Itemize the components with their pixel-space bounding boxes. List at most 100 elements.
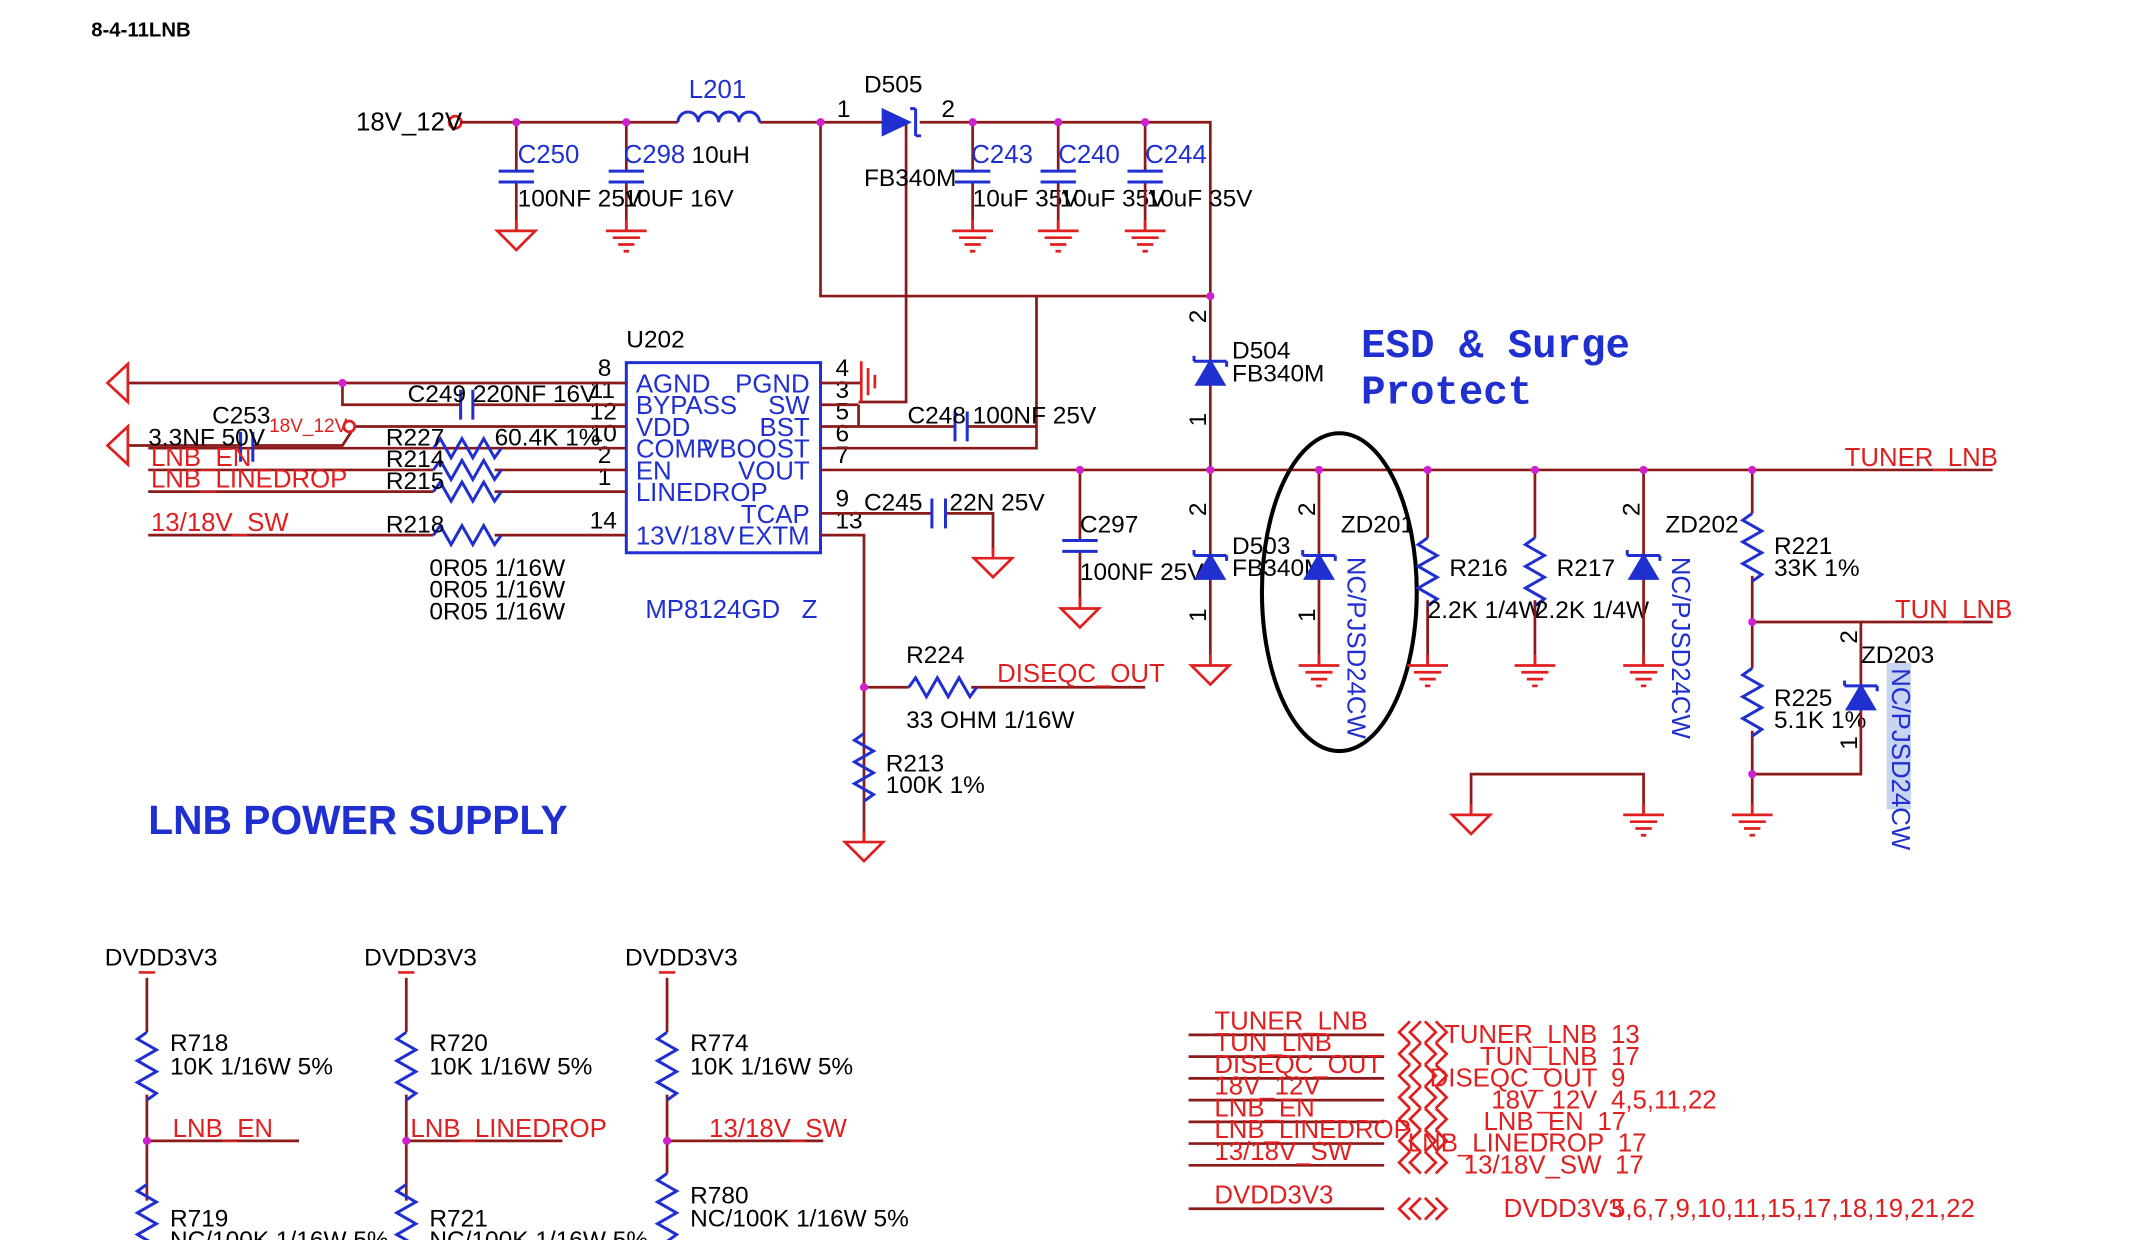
d504-pin2: 2 [1185, 310, 1212, 324]
c249-ref: C249 [408, 381, 466, 408]
inductor-l201: L201 10uH [676, 76, 761, 169]
d505-pin2: 2 [941, 96, 955, 123]
resistor-r213: R213 100K 1% [843, 731, 985, 863]
pullup-rail: DVDD3V3 [625, 945, 738, 972]
offpage-right-diseqc-out: DISEQC_OUT [1430, 1065, 1598, 1093]
r213-ref: R213 [886, 750, 944, 777]
u202-pin-vboost: VBOOST [702, 436, 810, 464]
c298-value: 10UF 16V [624, 185, 735, 212]
net-label-lnb-linedrop: LNB_LINEDROP [151, 466, 347, 494]
page-title: 8-4-11LNB [91, 20, 191, 42]
pullup-rail: DVDD3V3 [105, 945, 218, 972]
offpage-connectors: TUNER_LNB TUN_LNB DISEQC_OUT 18V_12V LNB… [1188, 1007, 1975, 1223]
diode-d504: D504 FB340M 2 1 [1185, 310, 1324, 427]
d503-ref: D503 [1232, 533, 1290, 560]
net-label-18v-12v-small: 18V_12V [269, 416, 348, 437]
offpage-right-tuner-lnb: TUNER_LNB [1444, 1021, 1597, 1049]
u202-pinnum-9: 9 [835, 486, 849, 513]
pullup-top-value: 10K 1/16W 5% [429, 1053, 592, 1080]
c240-value: 10uF 35V [1060, 185, 1167, 212]
u202-pinnum-14: 14 [590, 507, 617, 534]
r218-ref: R218 [386, 511, 444, 538]
offpage-pages-tuner-lnb: 13 [1611, 1021, 1640, 1049]
zd201-part: NC/PJSD24CW [1341, 557, 1369, 740]
capacitor-c298: C298 10UF 16V [604, 122, 735, 253]
u202-pin-tcap: TCAP [741, 501, 810, 529]
power-port-18v-12v-small [342, 419, 357, 434]
r216-value: 2.2K 1/4W [1428, 597, 1542, 624]
u202-pin-en: EN [636, 457, 672, 485]
r227-value: 60.4K 1% [495, 424, 601, 451]
net-label-tuner-lnb: TUNER_LNB [1845, 444, 1998, 472]
pullup-lnb-en: DVDD3V3 R718 10K 1/16W 5% LNB_EN R719 NC… [105, 945, 389, 1240]
offpage-pages-tun-lnb: 17 [1611, 1043, 1640, 1071]
net-label-lnb-en: LNB_EN [151, 444, 251, 472]
zener-zd201: ZD201 NC/PJSD24CW 2 1 [1294, 503, 1414, 740]
u202-pin-extm: EXTM [738, 523, 810, 551]
u202-pinnum-13: 13 [835, 507, 862, 534]
c298-ref: C298 [624, 141, 686, 169]
esd-highlight-circle [1259, 431, 1419, 754]
zener-zd202: ZD202 NC/PJSD24CW 2 [1619, 503, 1739, 740]
r213-value: 100K 1% [886, 772, 985, 799]
r217-value: 2.2K 1/4W [1535, 597, 1649, 624]
offpage-right-lnb-en: LNB_EN [1483, 1108, 1583, 1136]
offpage-right-tun-lnb: TUN_LNB [1480, 1043, 1598, 1071]
r215-ref: R215 [386, 468, 444, 495]
u202-pinnum-8: 8 [598, 355, 612, 382]
capacitor-c297: C297 100NF 25V [1059, 469, 1204, 629]
junction-dots [338, 118, 1757, 779]
resistor-r215: R215 [386, 468, 503, 503]
u202-pinnum-1: 1 [598, 464, 612, 491]
capacitor-c248: C248 100NF 25V [907, 403, 1097, 442]
offpage-pages-diseqc-out: 9 [1611, 1065, 1625, 1093]
pullup-net: LNB_LINEDROP [410, 1115, 606, 1143]
ic-u202: U202 MP8124GD Z AGND BYPASS VDD COMP EN … [590, 327, 863, 624]
u202-pin-bst: BST [759, 414, 809, 442]
pullup-bot-ref: R721 [429, 1205, 487, 1232]
c253-value: 3.3NF 50V [148, 424, 266, 451]
capacitor-c245: C245 22N 25V [864, 490, 1045, 579]
d503-pin1: 1 [1185, 608, 1212, 622]
pullup-top-ref: R774 [690, 1030, 748, 1057]
pullup-bot-ref: R719 [170, 1205, 228, 1232]
esd-title-line2: Protect [1361, 370, 1532, 416]
offpage-right-dvdd3v3: DVDD3V3 [1504, 1195, 1623, 1223]
offpage-left-13-18v-sw: 13/18V_SW [1214, 1138, 1352, 1166]
c250-value: 100NF 25V [518, 185, 642, 212]
capacitor-c253: C253 3.3NF 50V [148, 403, 270, 462]
d503-pin2: 2 [1185, 503, 1212, 517]
pullup-bot-ref: R780 [690, 1182, 748, 1209]
offpage-pages-dvdd3v3: 5,6,7,9,10,11,15,17,18,19,21,22 [1611, 1195, 1975, 1223]
u202-pin-13v18v: 13V/18V [636, 523, 736, 551]
capacitor-c249: C249 220NF 16V [408, 381, 597, 420]
zd201-ref: ZD201 [1341, 511, 1414, 538]
resistor-r227: R227 60.4K 1% [386, 424, 601, 460]
offpage-left-diseqc-out: DISEQC_OUT [1214, 1051, 1382, 1079]
diode-d505: D505 FB340M 1 2 [837, 71, 957, 192]
c250-ref: C250 [518, 141, 580, 169]
r224-value: 33 OHM 1/16W [906, 707, 1074, 734]
pullup-bot-value: NC/100K 1/16W 5% [170, 1227, 389, 1240]
c243-value: 10uF 35V [973, 185, 1080, 212]
pullup-top-value: 10K 1/16W 5% [170, 1053, 333, 1080]
resistor-r224: R224 33 OHM 1/16W [906, 642, 1074, 734]
u202-pin-vout: VOUT [738, 457, 810, 485]
offpage-left-18v-12v: 18V_12V [1214, 1073, 1321, 1101]
pullup-top-value: 10K 1/16W 5% [690, 1053, 853, 1080]
pullup-lnb-linedrop: DVDD3V3 R720 10K 1/16W 5% LNB_LINEDROP R… [364, 945, 648, 1240]
d504-pin1: 1 [1185, 413, 1212, 427]
section-title: LNB POWER SUPPLY [148, 797, 567, 843]
u202-pinnum-7: 7 [835, 442, 849, 469]
pullup-13-18v-sw: DVDD3V3 R774 10K 1/16W 5% 13/18V_SW R780… [625, 945, 909, 1240]
c249-value: 220NF 16V [473, 381, 597, 408]
pullup-top-ref: R720 [429, 1030, 487, 1057]
r221-ref: R221 [1774, 533, 1832, 560]
zd202-part: NC/PJSD24CW [1666, 557, 1694, 740]
diode-d503: D503 FB340M 2 1 [1185, 503, 1324, 686]
c297-ref: C297 [1080, 511, 1138, 538]
u202-pin-sw: SW [768, 392, 810, 420]
u202-part: MP8124GD Z [645, 596, 817, 624]
l201-ref: L201 [689, 76, 746, 104]
